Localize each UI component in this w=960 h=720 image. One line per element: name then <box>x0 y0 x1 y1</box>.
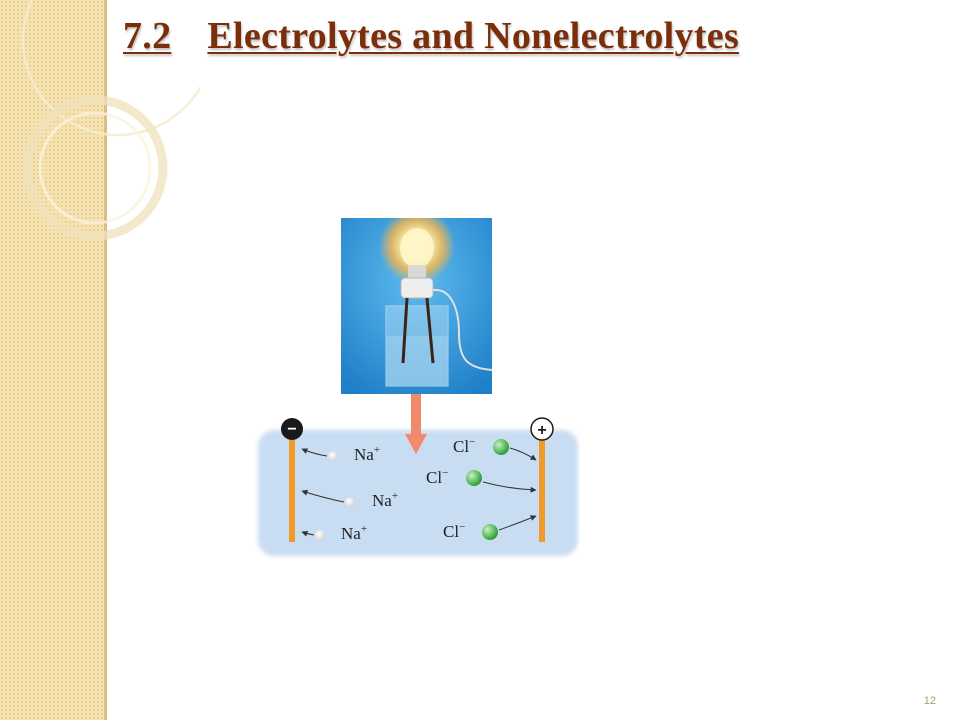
lightbulb <box>400 228 434 268</box>
page-number: 12 <box>923 695 936 707</box>
cation-label: Na+ <box>341 523 367 543</box>
cation-2: Na+ <box>301 489 398 510</box>
anion-label: Cl− <box>443 521 465 541</box>
cation-1: Na+ <box>301 444 380 464</box>
power-cord <box>432 288 492 371</box>
anion-arrow <box>482 481 537 493</box>
cation-label: Na+ <box>354 444 380 464</box>
anion-1: Cl− <box>453 436 537 461</box>
cathode-electrode <box>289 438 295 542</box>
anion-label: Cl− <box>453 436 475 456</box>
positive-sign: + <box>537 422 546 439</box>
lightbulb-photo <box>341 218 492 394</box>
anode-electrode <box>539 438 545 542</box>
bulb-base <box>408 265 426 278</box>
photo-electrode-left <box>401 297 409 364</box>
sodium-ion-ball <box>328 451 338 461</box>
anion-3: Cl− <box>443 515 537 541</box>
sodium-ion-ball <box>345 497 355 507</box>
section-number: 7.2 <box>123 15 172 57</box>
beaker <box>385 305 449 387</box>
cation-3: Na+ <box>301 523 367 543</box>
chloride-ion-ball <box>482 524 498 540</box>
down-arrow-shaft <box>411 394 421 436</box>
photo-electrode-right <box>425 297 435 364</box>
ion-conduction-diagram: − + Na+ Na+ Na+ Cl− Cl− Cl− <box>258 394 578 556</box>
cation-arrow <box>301 489 345 503</box>
solution-region <box>258 430 578 556</box>
anion-arrow <box>498 515 537 531</box>
positive-terminal-icon <box>530 417 554 441</box>
negative-sign: − <box>287 421 296 438</box>
cation-label: Na+ <box>372 490 398 510</box>
bulb-socket <box>400 277 434 299</box>
negative-terminal-icon <box>281 418 303 440</box>
chloride-ion-ball <box>466 470 482 486</box>
anion-label: Cl− <box>426 467 448 487</box>
sodium-ion-ball <box>315 530 325 540</box>
sidebar-edge <box>104 0 107 720</box>
decorative-circles <box>21 0 200 241</box>
down-arrow-head <box>405 434 427 454</box>
title-text: Electrolytes and Nonelectrolytes <box>207 15 740 57</box>
cation-arrow <box>301 530 315 537</box>
cation-arrow <box>301 448 328 457</box>
chloride-ion-ball <box>493 439 509 455</box>
anion-2: Cl− <box>426 467 537 493</box>
slide-title: 7.2 Electrolytes and Nonelectrolytes <box>123 14 739 58</box>
anion-arrow <box>509 447 537 461</box>
beaker-solution <box>386 336 448 386</box>
